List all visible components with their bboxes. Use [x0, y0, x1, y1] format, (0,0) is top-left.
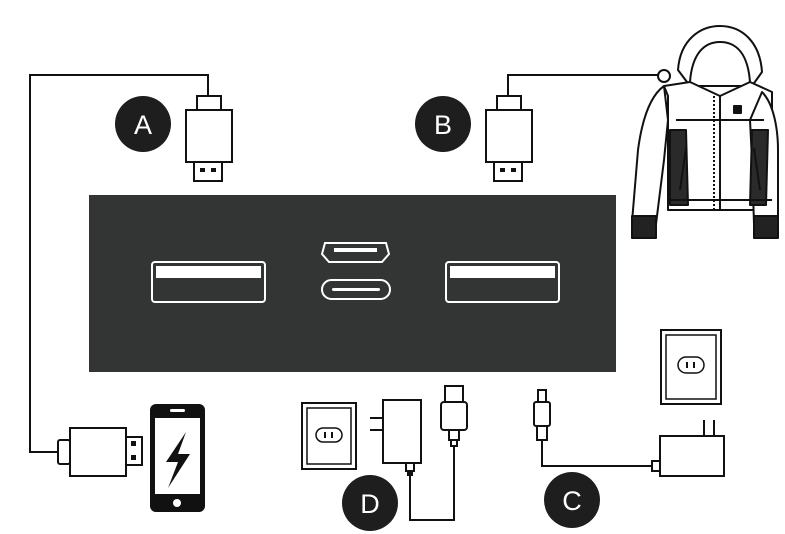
usb-a-port-right: [445, 261, 560, 303]
heated-jacket-icon: [631, 25, 779, 239]
usb-plug-d-icon: [440, 385, 468, 447]
jacket-connector-icon: [657, 69, 671, 83]
usb-plug-b-icon: [485, 95, 533, 182]
device-panel: [89, 195, 616, 372]
badge-a: A: [115, 96, 171, 152]
wall-outlet-d-icon: [301, 402, 357, 470]
cable-c: [541, 440, 652, 467]
cable-d: [409, 446, 455, 521]
usb-plug-a-icon: [185, 95, 233, 182]
badge-b: B: [415, 96, 471, 152]
badge-a-label: A: [134, 110, 152, 140]
wall-outlet-c-icon: [660, 329, 722, 405]
hdmi-port: [320, 242, 391, 263]
cable-a: [29, 74, 209, 453]
usb-plug-phone-icon: [57, 427, 143, 477]
dc-barrel-plug-icon: [533, 389, 551, 441]
badge-b-label: B: [434, 110, 452, 140]
badge-c-label: C: [562, 486, 582, 516]
usb-c-port: [321, 279, 391, 300]
lightning-bolt-icon: [166, 432, 190, 488]
badge-d-label: D: [360, 489, 380, 519]
badge-c: C: [544, 472, 600, 528]
smartphone-icon: [150, 404, 205, 512]
badge-d: D: [342, 475, 398, 531]
power-adapter-c-icon: [651, 420, 725, 477]
usb-a-port-left: [151, 261, 266, 303]
power-adapter-d-icon: [370, 399, 422, 476]
cable-b: [507, 74, 660, 96]
